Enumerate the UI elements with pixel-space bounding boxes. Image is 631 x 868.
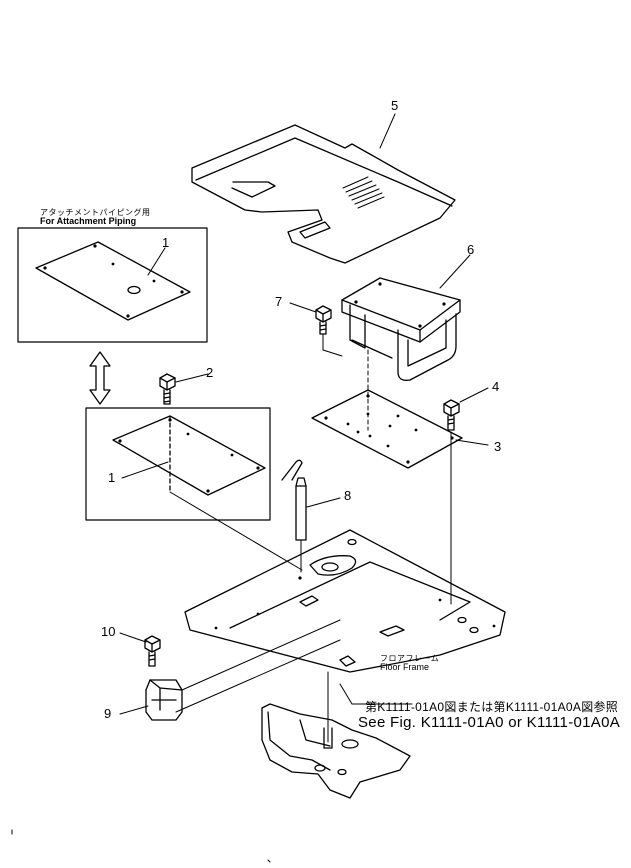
floor-frame-en: Floor Frame	[380, 662, 430, 672]
callout-9: 9	[104, 706, 112, 721]
callout-5: 5	[391, 98, 399, 113]
leader-lines	[119, 113, 489, 743]
interchange-arrow	[89, 351, 111, 405]
standard-cover-inset	[85, 407, 271, 521]
bolt-7	[315, 305, 343, 357]
callout-2: 2	[206, 365, 214, 380]
bolt-4	[443, 399, 460, 605]
reference-note-en: See Fig. K1111-01A0 or K1111-01A0A	[358, 714, 621, 731]
attachment-note-jp: アタッチメントパイピング用	[40, 208, 151, 217]
attachment-note-en: For Attachment Piping	[40, 216, 137, 226]
callout-1-top: 1	[162, 235, 170, 250]
stopper-bracket-9	[145, 679, 183, 721]
callout-10: 10	[101, 624, 116, 639]
lever-rod	[281, 459, 307, 573]
callout-1-bottom: 1	[108, 470, 116, 485]
lower-support	[261, 703, 411, 799]
callout-4: 4	[492, 379, 500, 394]
callout-3: 3	[494, 439, 502, 454]
attachment-piping-inset	[17, 227, 208, 343]
mat-vent-grille	[342, 176, 385, 209]
floor-mat	[191, 124, 456, 264]
console-bracket	[341, 277, 461, 381]
callout-6: 6	[467, 242, 475, 257]
callout-7: 7	[275, 294, 283, 309]
reference-note-jp: 第K1111-01A0図または第K1111-01A0A図参照	[365, 700, 619, 714]
callout-8: 8	[344, 488, 352, 503]
page-marks	[11, 829, 271, 863]
bolt-2	[159, 373, 176, 405]
mount-plate	[311, 349, 463, 469]
floor-frame-jp: フロアフレーム	[380, 654, 440, 663]
bolt-10	[144, 635, 161, 667]
floor-frame	[184, 529, 506, 673]
